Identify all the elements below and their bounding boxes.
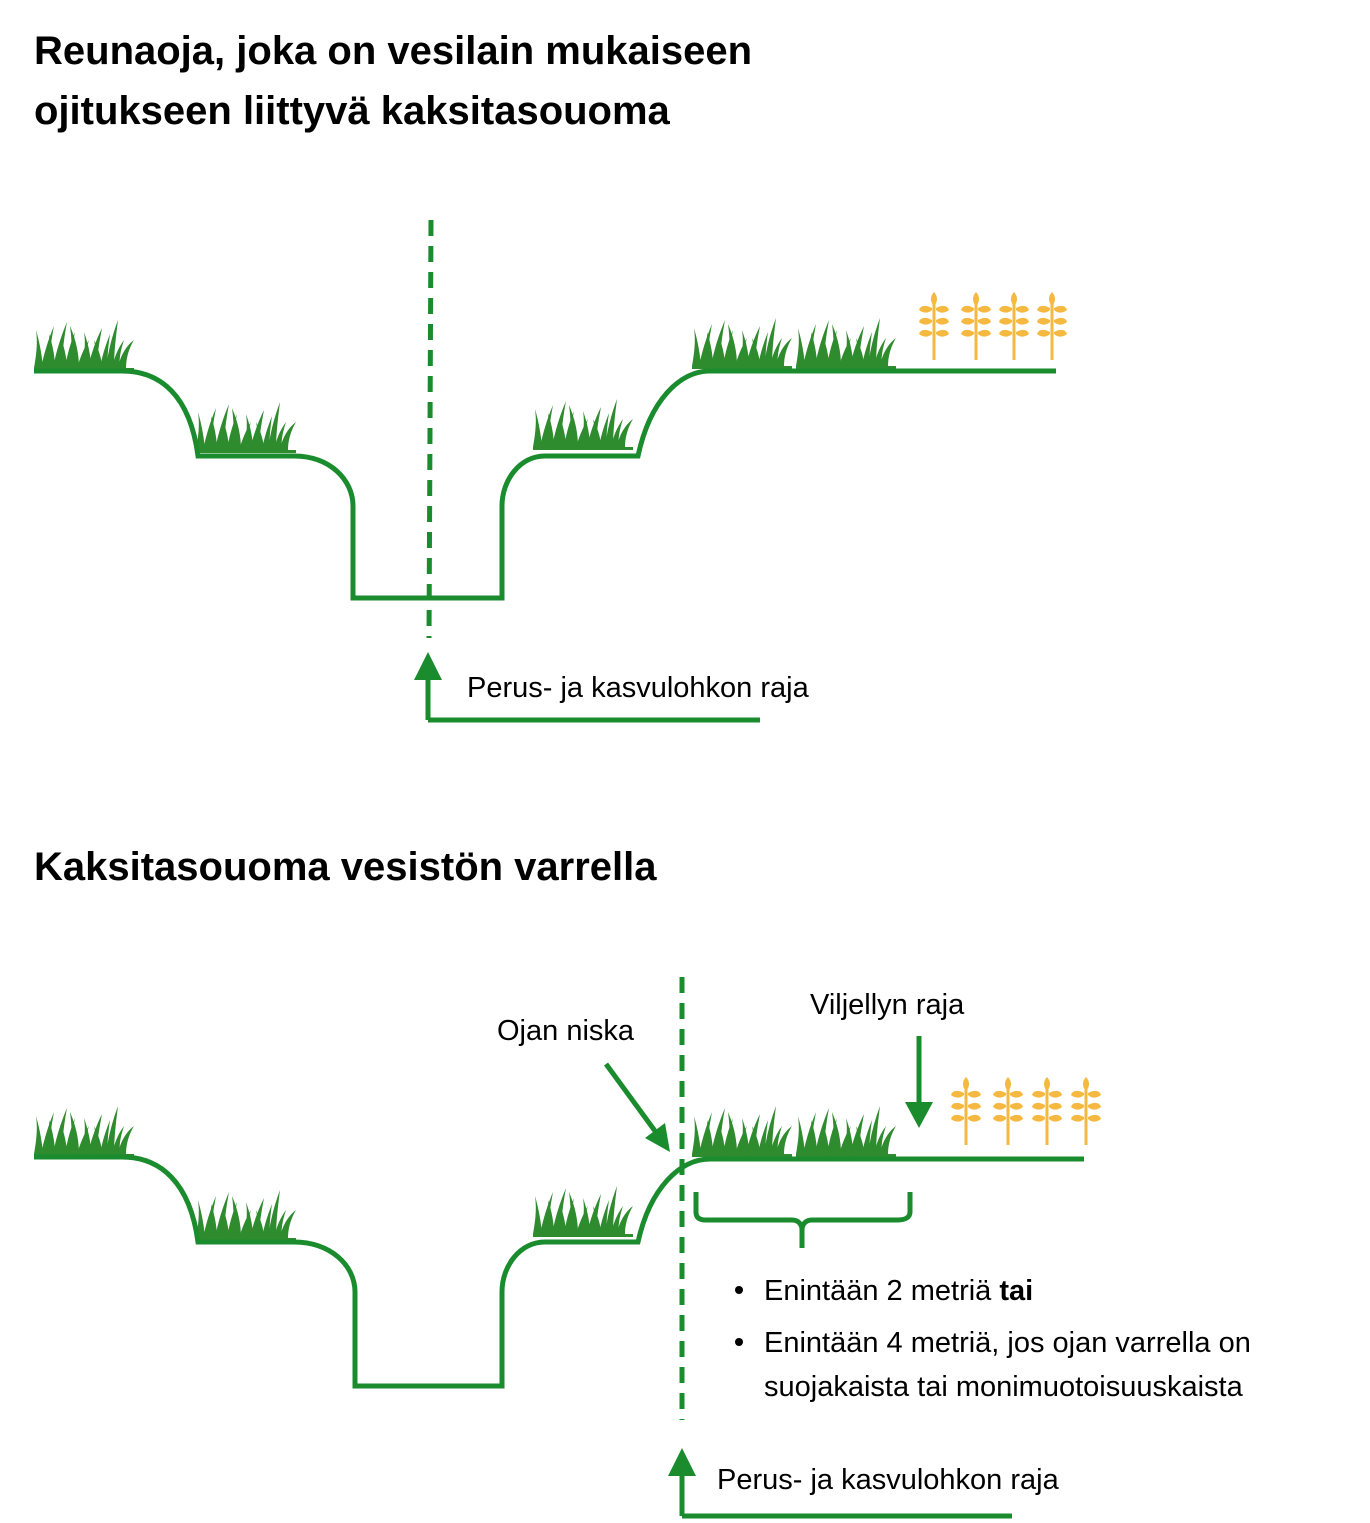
grass-icon: [34, 1106, 134, 1157]
cultivated-edge-arrow: [905, 1036, 933, 1128]
diagram2-wheat: [951, 1077, 1101, 1145]
grass-icon: [196, 1190, 296, 1241]
grass-icon: [796, 318, 896, 369]
cultivated-edge-label: Viljellyn raja: [810, 989, 965, 1021]
diagram2-ditch-profile: [34, 1154, 1084, 1389]
arrow-icon: [905, 1102, 933, 1128]
grass-icon: [692, 1106, 792, 1157]
wheat-icon: [1071, 1077, 1101, 1145]
wheat-icon: [951, 1077, 981, 1145]
arrow-icon: [668, 1448, 696, 1476]
diagram2-boundary-label: Perus- ja kasvulohkon raja: [717, 1464, 1060, 1496]
ditch-shoulder-label: Ojan niska: [497, 1015, 635, 1047]
bullet-item-1-bold: tai: [999, 1275, 1033, 1307]
diagram1-boundary-arrow: [414, 652, 760, 723]
bullet-marker: [735, 1338, 743, 1346]
ditch-shoulder-arrow: [603, 1062, 670, 1152]
diagram1-ditch-profile: [34, 368, 1056, 601]
diagram1-wheat: [919, 292, 1067, 360]
grass-icon: [533, 1186, 633, 1237]
diagram1-title-line2: ojitukseen liittyvä kaksitasouoma: [34, 89, 671, 133]
wheat-icon: [1032, 1077, 1062, 1145]
bullet-item-2-line2: suojakaista tai monimuotoisuuskaista: [764, 1371, 1244, 1403]
diagram2-title: Kaksitasouoma vesistön varrella: [34, 845, 657, 889]
grass-icon: [196, 402, 296, 453]
grass-icon: [533, 399, 633, 450]
grass-icon: [692, 318, 792, 369]
bullet-item-1: Enintään 2 metriä tai: [764, 1275, 1033, 1307]
arrow-icon: [645, 1123, 670, 1152]
grass-icon: [34, 320, 134, 371]
wheat-icon: [961, 292, 991, 360]
diagram1-title-line1: Reunaoja, joka on vesilain mukaiseen: [34, 29, 752, 73]
bullet-marker: [735, 1286, 743, 1294]
diagram2-boundary-arrow: [668, 1448, 1012, 1519]
diagram1-boundary-label: Perus- ja kasvulohkon raja: [467, 672, 810, 704]
wheat-icon: [1037, 292, 1067, 360]
wheat-icon: [993, 1077, 1023, 1145]
wheat-icon: [919, 292, 949, 360]
arrow-icon: [414, 652, 442, 680]
diagram1-boundary-dashed-line: [426, 219, 434, 639]
bullet-item-2-line1: Enintään 4 metriä, jos ojan varrella on: [764, 1327, 1251, 1359]
brace-icon: [693, 1192, 913, 1248]
grass-icon: [796, 1106, 896, 1157]
bullet-item-1-text: Enintään 2 metriä: [764, 1275, 999, 1307]
bullet-list: Enintään 2 metriä tai Enintään 4 metriä,…: [735, 1275, 1251, 1403]
wheat-icon: [999, 292, 1029, 360]
